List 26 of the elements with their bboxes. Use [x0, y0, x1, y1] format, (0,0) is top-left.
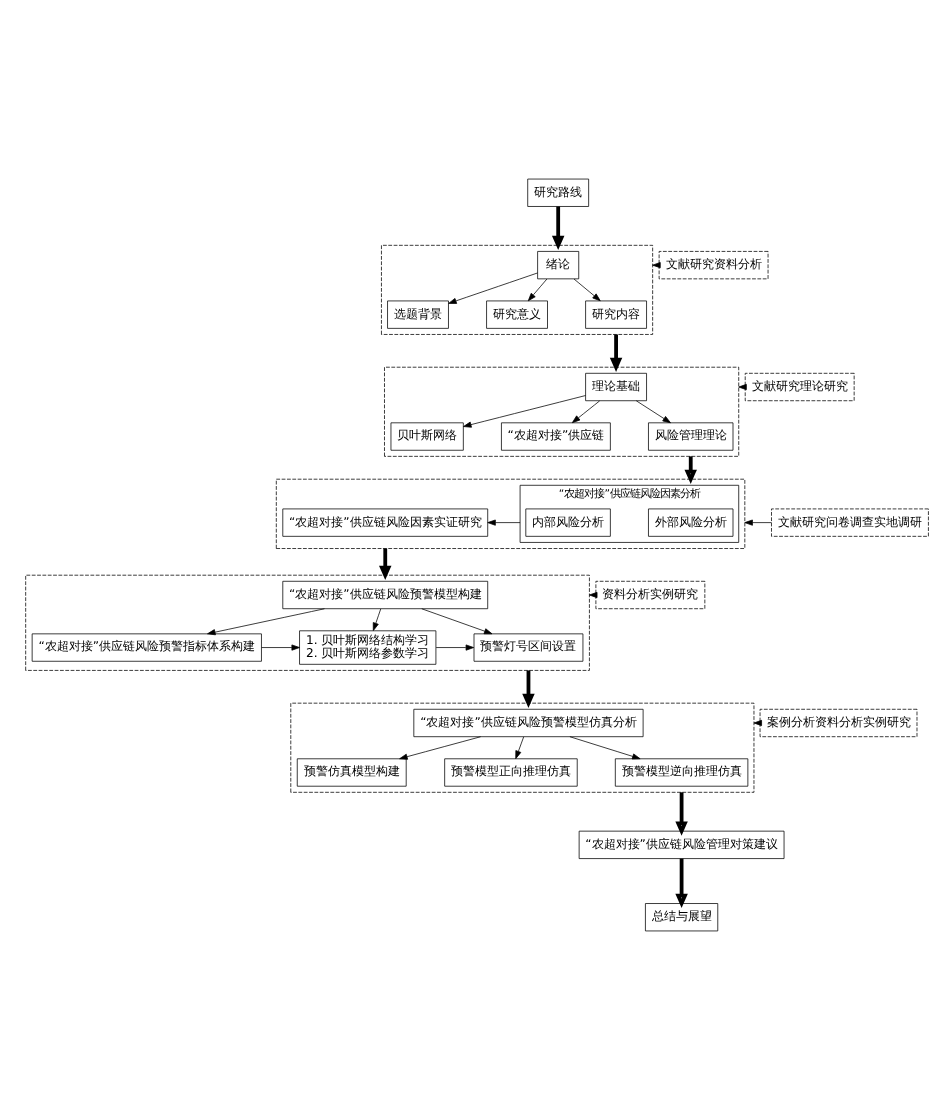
arrow: [487, 518, 521, 525]
arrow: [675, 791, 688, 835]
arrow: [635, 399, 671, 423]
cluster: [384, 365, 740, 456]
cluster: [290, 701, 755, 792]
arrow: [522, 669, 535, 707]
arrow: [551, 205, 565, 250]
arrow: [684, 455, 697, 483]
cluster: [25, 573, 590, 670]
cluster: [275, 477, 746, 548]
arrow: [609, 333, 623, 371]
arrow: [261, 643, 300, 650]
arrow: [527, 277, 548, 301]
arrow: [573, 277, 601, 301]
arrow: [744, 518, 772, 525]
arrow: [675, 857, 688, 908]
arrow: [448, 271, 538, 303]
arrow: [515, 735, 525, 758]
arrow: [571, 399, 600, 423]
arrow: [372, 607, 382, 630]
arrow: [421, 607, 493, 634]
cluster: [381, 243, 653, 334]
arrow: [399, 735, 481, 759]
arrow: [379, 547, 392, 579]
arrow: [463, 394, 586, 427]
arrow: [435, 643, 475, 650]
